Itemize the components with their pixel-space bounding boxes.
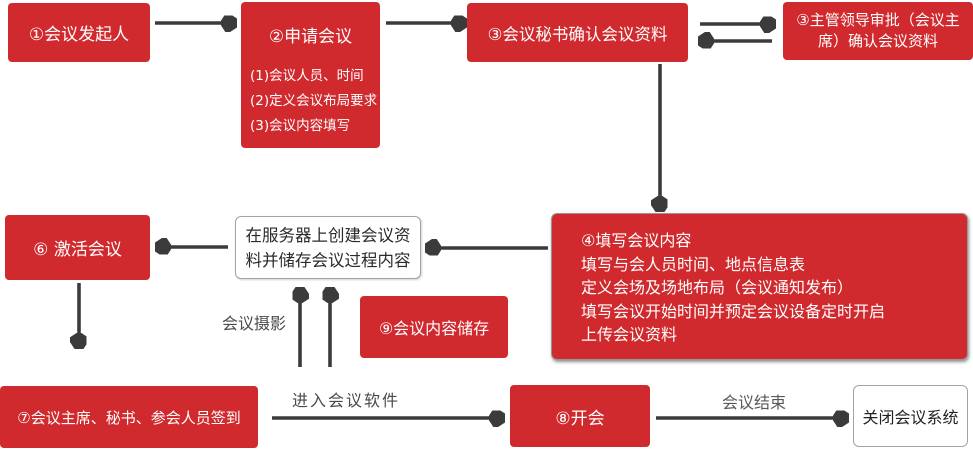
fill-line-4: 填写会议开始时间并预定会议设备定时开启 <box>581 301 886 321</box>
node-title: ②申请会议 <box>268 27 353 47</box>
node-server-create-store: 在服务器上创建会议资料并储存会议过程内容 <box>235 216 421 279</box>
node-label: ③主管领导审批（会议主席）确认会议资料 <box>796 11 960 50</box>
node-label: ⑥ 激活会议 <box>33 240 122 260</box>
apply-item-3: (3)会议内容填写 <box>250 118 351 134</box>
node-label: ①会议发起人 <box>28 25 130 45</box>
fill-line-1: ④填写会议内容 <box>581 231 692 250</box>
fill-line-3: 定义会场及场地布局（会议通知发布） <box>581 278 854 297</box>
apply-item-1: (1)会议人员、时间 <box>250 68 364 84</box>
node-close-system: 关闭会议系统 <box>853 385 968 447</box>
node-label: ⑨会议内容储存 <box>378 319 490 338</box>
node-label: 关闭会议系统 <box>862 408 959 427</box>
node-label: ③会议秘书确认会议资料 <box>487 24 668 44</box>
fill-line-2: 填写与会人员时间、地点信息表 <box>581 254 806 274</box>
edge-label-meeting-end: 会议结束 <box>722 393 787 412</box>
node-fill-meeting-content: ④填写会议内容 填写与会人员时间、地点信息表 定义会场及场地布局（会议通知发布）… <box>551 213 968 360</box>
node-label: ⑧开会 <box>555 408 605 429</box>
node-activate-meeting: ⑥ 激活会议 <box>5 215 150 280</box>
node-meeting-initiator: ①会议发起人 <box>8 3 150 62</box>
apply-item-2: (2)定义会议布局要求 <box>250 93 378 109</box>
node-hold-meeting: ⑧开会 <box>510 385 650 447</box>
node-sub-items: (1)会议人员、时间 (2)定义会议布局要求 (3)会议内容填写 <box>241 47 380 139</box>
node-label: ⑦会议主席、秘书、参会人员签到 <box>17 408 241 427</box>
node-label: 在服务器上创建会议资料并储存会议过程内容 <box>245 225 411 270</box>
fill-line-5: 上传会议资料 <box>581 325 678 344</box>
edge-label-enter-software: 进入会议软件 <box>292 391 401 410</box>
node-content-storage: ⑨会议内容储存 <box>360 296 508 358</box>
node-secretary-confirm: ③会议秘书确认会议资料 <box>467 3 688 62</box>
node-sign-in: ⑦会议主席、秘书、参会人员签到 <box>0 386 258 448</box>
node-leader-approve: ③主管领导审批（会议主席）确认会议资料 <box>783 2 973 60</box>
node-apply-meeting: ②申请会议 (1)会议人员、时间 (2)定义会议布局要求 (3)会议内容填写 <box>241 2 380 148</box>
edge-label-photography: 会议摄影 <box>222 314 287 333</box>
